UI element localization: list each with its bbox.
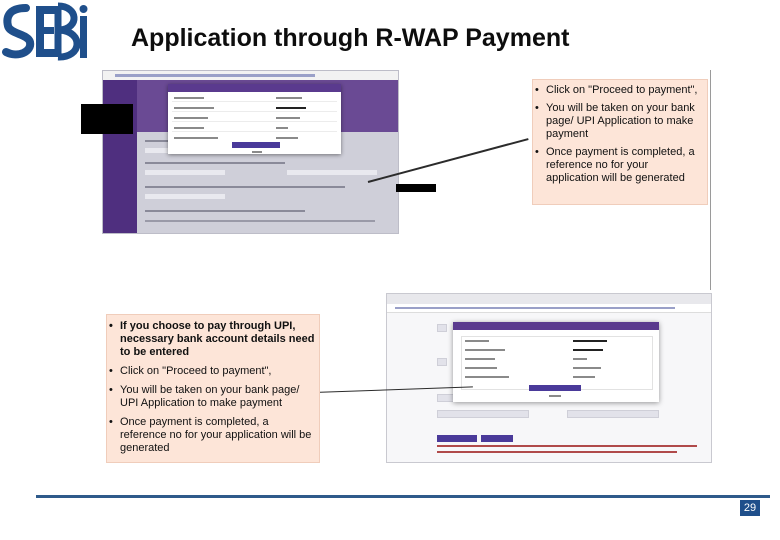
callout-upi-payment: If you choose to pay through UPI, necess… — [106, 314, 320, 463]
screenshot-frame-border — [397, 70, 711, 290]
browser-url — [395, 307, 675, 309]
submit-button[interactable] — [437, 435, 477, 442]
callout-bullet: Click on "Proceed to payment", — [107, 365, 315, 378]
proceed-to-payment-button[interactable] — [529, 385, 581, 391]
proceed-upi-button[interactable] — [481, 435, 513, 442]
callout-proceed-payment: Click on "Proceed to payment", You will … — [532, 79, 708, 205]
browser-tab-bar — [387, 294, 711, 304]
callout-bullet: Click on "Proceed to payment", — [533, 84, 703, 97]
redaction-block — [81, 104, 133, 134]
rwap-screenshot-upi-payment — [386, 293, 712, 463]
proceed-to-payment-button[interactable] — [232, 142, 280, 148]
callout-bullet: Once payment is completed, a reference n… — [107, 416, 315, 455]
payment-options-modal — [168, 84, 341, 154]
footer-rule — [36, 495, 770, 498]
payment-options-header — [168, 84, 341, 92]
callout-bullet: Once payment is completed, a reference n… — [533, 146, 703, 185]
slide-title: Application through R-WAP Payment — [131, 24, 570, 52]
payment-options-header — [453, 322, 659, 330]
screenshot-sidebar — [103, 80, 137, 233]
page-number: 29 — [740, 500, 760, 516]
callout-bullet: You will be taken on your bank page/ UPI… — [533, 102, 703, 141]
redaction-block — [396, 184, 436, 192]
browser-url — [115, 74, 315, 77]
callout-bullet: You will be taken on your bank page/ UPI… — [107, 384, 315, 410]
payment-options-modal-upi — [453, 322, 659, 402]
rwap-screenshot-proceed-to-payment — [102, 70, 399, 234]
callout-bullet: If you choose to pay through UPI, necess… — [107, 320, 315, 359]
sebi-logo — [2, 2, 88, 61]
